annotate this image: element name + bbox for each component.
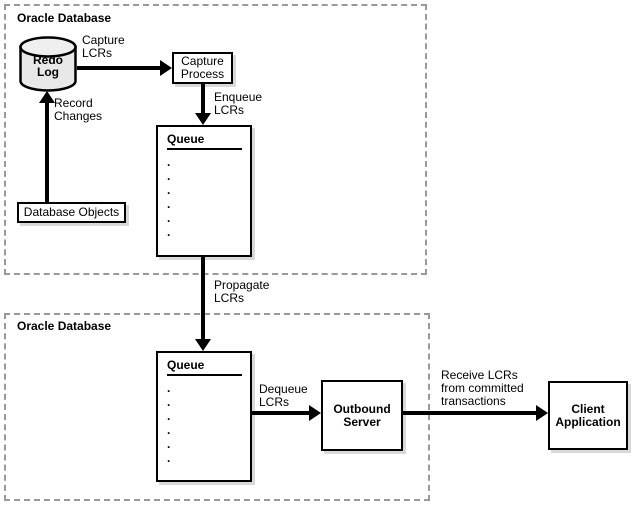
queue-dot: . bbox=[167, 409, 171, 423]
arrow-receive-lcrs-shaft bbox=[403, 411, 537, 415]
queue-bottom-rule bbox=[167, 374, 242, 376]
cylinder-body bbox=[19, 45, 77, 92]
queue-bottom-title: Queue bbox=[167, 358, 205, 372]
queue-top-items: . . . . . . bbox=[167, 155, 242, 239]
queue-dot: . bbox=[167, 197, 171, 211]
redo-log-label: Redo Log bbox=[33, 53, 63, 79]
queue-dot: . bbox=[167, 451, 171, 465]
queue-bottom-node: Queue . . . . . . bbox=[156, 351, 252, 482]
oracle-database-top-container bbox=[4, 4, 427, 275]
oracle-database-bottom-title: Oracle Database bbox=[17, 319, 112, 333]
queue-bottom-items: . . . . . . bbox=[167, 381, 242, 465]
outbound-server-node: Outbound Server bbox=[321, 380, 403, 451]
redo-log-cylinder-icon bbox=[18, 36, 78, 92]
capture-process-node: Capture Process bbox=[172, 52, 233, 84]
queue-dot: . bbox=[167, 437, 171, 451]
arrow-record-changes-head bbox=[39, 91, 55, 103]
arrow-capture-lcrs-shaft bbox=[77, 66, 161, 70]
oracle-database-bottom-container bbox=[4, 313, 430, 501]
client-application-node: Client Application bbox=[548, 381, 628, 450]
arrow-receive-lcrs-head bbox=[536, 405, 548, 421]
arrow-propagate-lcrs-head bbox=[195, 339, 211, 351]
queue-top-rule bbox=[167, 148, 242, 150]
record-changes-label: Record Changes bbox=[54, 96, 103, 123]
dequeue-lcrs-label: Dequeue LCRs bbox=[259, 382, 308, 409]
queue-dot: . bbox=[167, 155, 171, 169]
arrow-enqueue-lcrs-head bbox=[195, 113, 211, 125]
queue-dot: . bbox=[167, 225, 171, 239]
arrow-record-changes-shaft bbox=[45, 102, 49, 203]
queue-dot: . bbox=[167, 423, 171, 437]
arrow-propagate-lcrs-shaft bbox=[201, 257, 205, 340]
oracle-database-top-title: Oracle Database bbox=[17, 11, 112, 25]
queue-top-node: Queue . . . . . . bbox=[156, 125, 252, 257]
cylinder-top bbox=[19, 36, 77, 58]
queue-dot: . bbox=[167, 183, 171, 197]
queue-top-title: Queue bbox=[167, 132, 205, 146]
receive-lcrs-label: Receive LCRs from committed transactions bbox=[441, 368, 524, 408]
propagate-lcrs-label: Propagate LCRs bbox=[214, 278, 270, 305]
queue-dot: . bbox=[167, 395, 171, 409]
arrow-dequeue-lcrs-head bbox=[309, 405, 321, 421]
arrow-dequeue-lcrs-shaft bbox=[252, 411, 310, 415]
queue-dot: . bbox=[167, 211, 171, 225]
enqueue-lcrs-label: Enqueue LCRs bbox=[214, 90, 263, 117]
capture-lcrs-label: Capture LCRs bbox=[82, 33, 125, 60]
database-objects-node: Database Objects bbox=[17, 202, 126, 223]
queue-dot: . bbox=[167, 381, 171, 395]
arrow-enqueue-lcrs-shaft bbox=[201, 84, 205, 114]
arrow-capture-lcrs-head bbox=[160, 60, 172, 76]
queue-dot: . bbox=[167, 169, 171, 183]
